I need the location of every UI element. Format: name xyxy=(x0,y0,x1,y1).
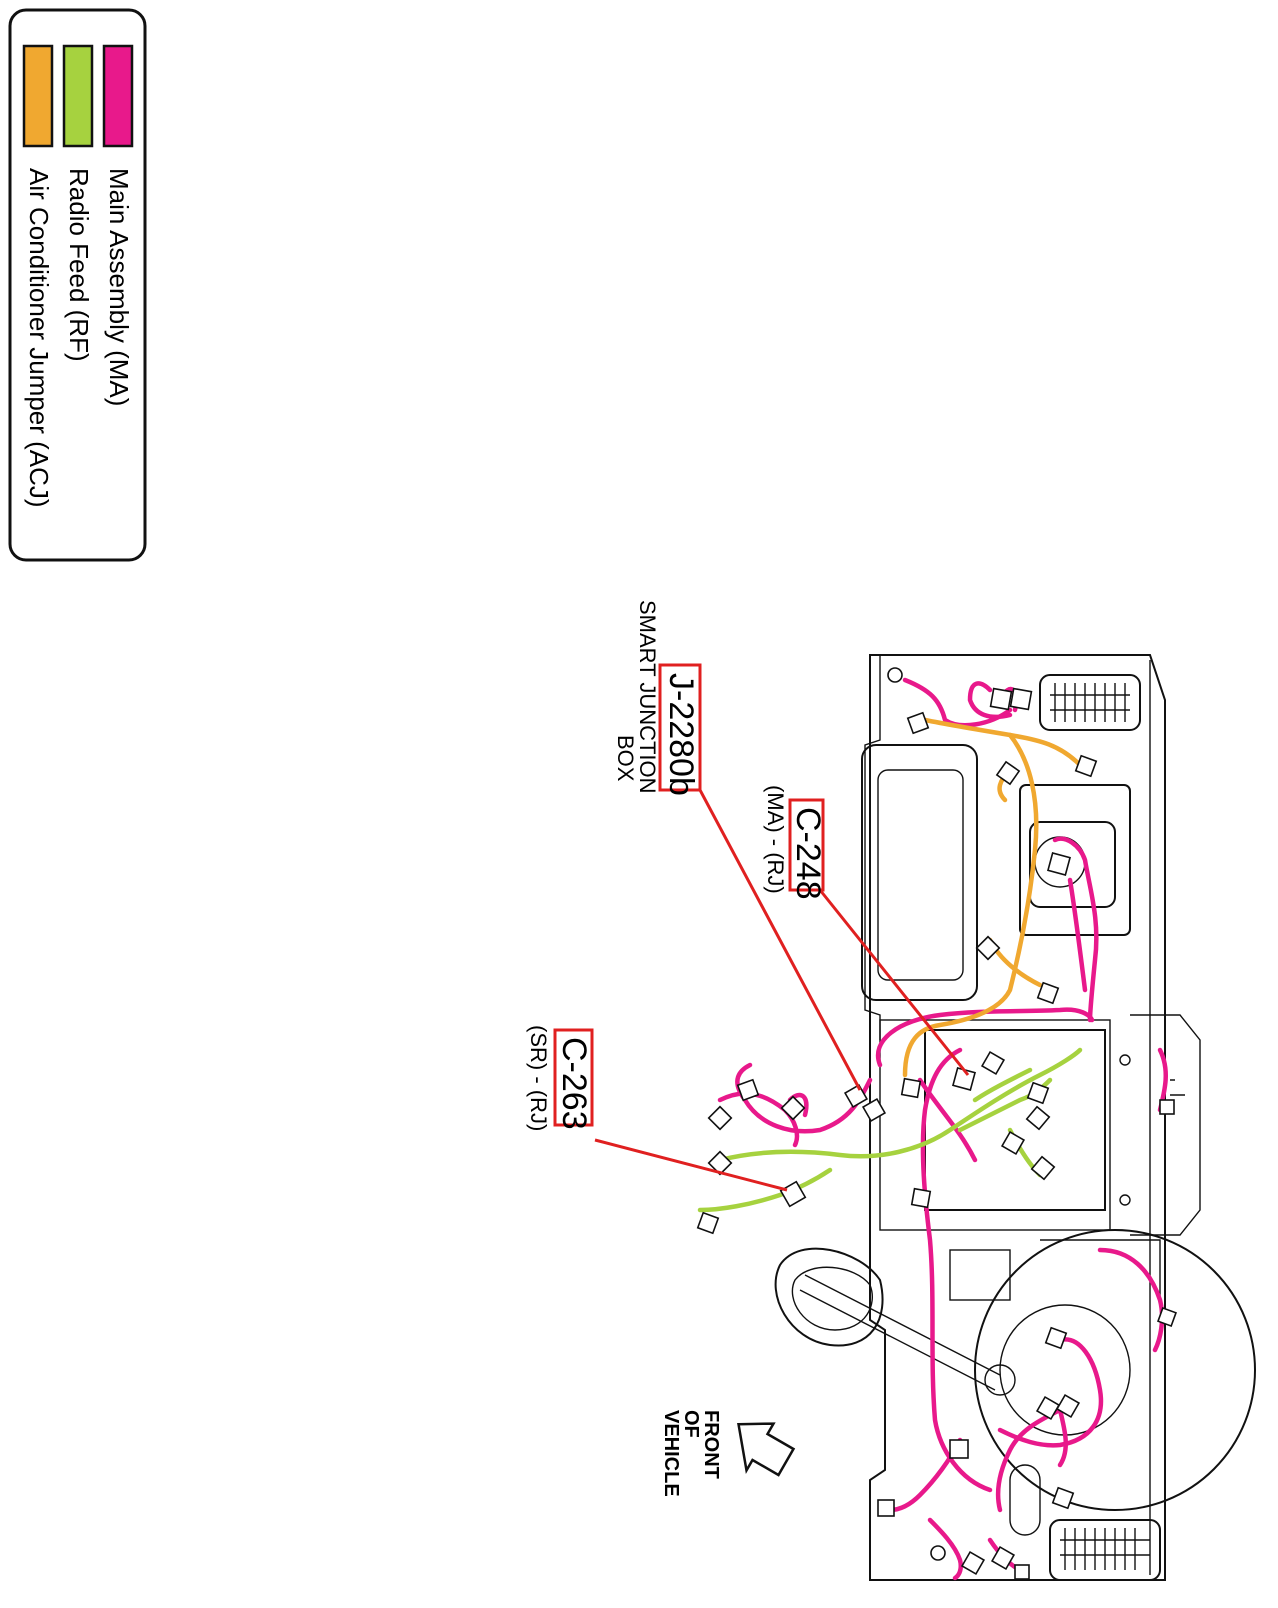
connector xyxy=(1035,1395,1061,1421)
front-label-line2: OF xyxy=(680,1410,702,1438)
connector xyxy=(1046,851,1072,877)
connector xyxy=(975,935,1001,961)
connector xyxy=(989,687,1013,711)
connector xyxy=(1051,1486,1075,1510)
connector xyxy=(1036,981,1060,1005)
connector xyxy=(877,1499,895,1517)
connector xyxy=(1026,1081,1050,1105)
callout-j-2280b-sub1: SMART JUNCTION xyxy=(635,600,660,794)
connector xyxy=(780,1095,806,1121)
connector xyxy=(949,1439,969,1459)
callout-j-2280b: J-2280b SMART JUNCTION BOX xyxy=(613,600,702,796)
callout-j-2280b-sub2: BOX xyxy=(613,735,638,782)
wires-acj xyxy=(902,717,1083,1078)
callout-c-248-sub1: (MA) - (RJ) xyxy=(763,785,788,894)
connector xyxy=(910,1187,932,1209)
instrument-panel xyxy=(774,654,1256,1581)
connector xyxy=(707,1150,733,1176)
legend-label-acj: Air Conditioner Jumper (ACJ) xyxy=(24,168,54,508)
front-of-vehicle-indicator: FRONT OF VEHICLE xyxy=(660,1410,796,1497)
front-label-line1: FRONT xyxy=(700,1410,722,1479)
front-arrow-icon xyxy=(737,1422,796,1477)
connector xyxy=(861,1097,887,1123)
connector xyxy=(1055,1393,1081,1419)
legend-swatch-acj xyxy=(22,44,54,148)
connector xyxy=(906,711,930,735)
callout-c-248-id: C-248 xyxy=(789,807,827,900)
connector xyxy=(779,1180,807,1208)
callout-c-263-sub1: (SR) - (RJ) xyxy=(526,1025,551,1131)
callout-leaders xyxy=(594,789,970,1192)
connector xyxy=(736,1078,760,1102)
connector xyxy=(1044,1326,1068,1350)
callout-c-248: C-248 (MA) - (RJ) xyxy=(763,785,827,900)
connectors xyxy=(696,667,1177,1580)
legend-label-ma: Main Assembly (MA) xyxy=(104,168,134,406)
connector xyxy=(900,1077,922,1099)
connector xyxy=(930,1545,946,1561)
connector xyxy=(960,1550,986,1576)
connector xyxy=(1157,1307,1177,1327)
legend-swatch-rf xyxy=(62,44,94,148)
connector xyxy=(990,1545,1016,1571)
callout-c-263: C-263 (SR) - (RJ) xyxy=(526,1025,594,1131)
vent-grille-bottom xyxy=(1060,1528,1150,1570)
legend-frame xyxy=(8,8,147,562)
connector xyxy=(980,1050,1006,1076)
legend: Main Assembly (MA) Radio Feed (RF) Air C… xyxy=(8,8,147,562)
connector xyxy=(1009,687,1033,711)
vent-grille-top xyxy=(1050,683,1130,722)
legend-swatch-ma xyxy=(102,44,134,148)
callout-j-2280b-id: J-2280b xyxy=(662,673,700,796)
connector xyxy=(696,1211,720,1235)
front-label-line3: VEHICLE xyxy=(660,1410,682,1497)
connector xyxy=(1014,1564,1030,1580)
connector xyxy=(1000,1130,1026,1156)
legend-label-rf: Radio Feed (RF) xyxy=(64,168,94,362)
wires-radio-feed xyxy=(697,1047,1083,1213)
connector xyxy=(995,760,1021,786)
callout-c-263-id: C-263 xyxy=(555,1037,593,1130)
connector xyxy=(951,1066,977,1092)
connector xyxy=(843,1083,869,1109)
connector xyxy=(1025,1105,1051,1131)
connector xyxy=(707,1105,733,1131)
connector xyxy=(1030,1155,1056,1181)
connector xyxy=(1159,1099,1175,1115)
connector xyxy=(887,667,903,683)
connector xyxy=(1074,754,1098,778)
